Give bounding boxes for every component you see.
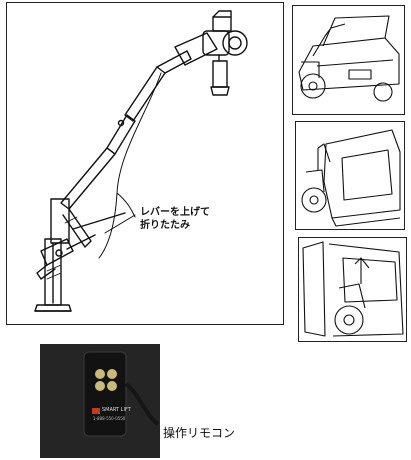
sedan-trunk-drawing [298,15,400,102]
remote-caption: 操作リモコン [163,426,236,440]
sedan-trunk-illustration [292,5,405,115]
remote-brand-label: SMART LIFT [102,407,131,413]
remote-control-drawing [40,344,160,458]
remote-control-photo: SMART LIFT 1-888-550-0550 [40,344,160,458]
lift-diagram-panel: レバーを上げて 折りたたみ [6,2,284,325]
lever-fold-note: レバーを上げて 折りたたみ [140,206,210,232]
side-door-drawing [302,241,404,337]
side-door-illustration [298,237,407,342]
lift-illustration [34,10,248,312]
remote-serial-label: 1-888-550-0550 [93,416,126,421]
minivan-rear-drawing [301,129,401,227]
minivan-rear-illustration [295,121,405,230]
lever-note-line1: レバーを上げて [140,207,210,218]
lever-note-line2: 折りたたみ [140,220,190,231]
